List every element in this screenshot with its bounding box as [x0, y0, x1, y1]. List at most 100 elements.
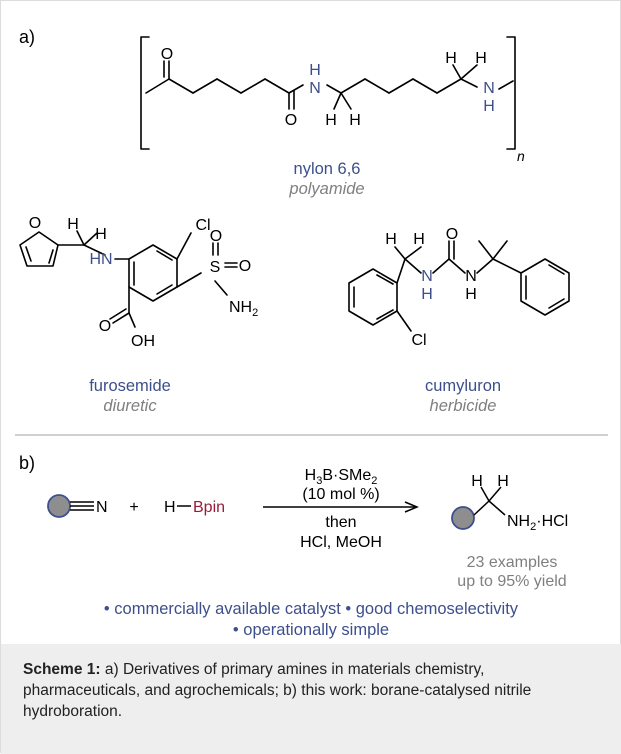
hbpin-h: H: [164, 499, 176, 516]
cumy-me2: [492, 240, 508, 260]
furo-o-carbonyl: O: [99, 318, 111, 335]
furosemide-structure: [19, 230, 238, 328]
nylon-bond-5: [264, 78, 290, 94]
cumy-c-ph: [492, 258, 522, 274]
nylon-structure: [140, 36, 516, 150]
reagent-loading: (10 mol %): [302, 486, 379, 503]
cumy-c-n2: [448, 258, 466, 274]
furan-db1: [25, 246, 32, 262]
hbpin-bpin: Bpin: [193, 499, 225, 516]
furo-s-bond: [176, 272, 202, 288]
furo-coh: [128, 312, 136, 328]
part-a-label: a): [19, 27, 35, 47]
product-h2: H: [497, 473, 509, 490]
cumy-n1: N: [421, 268, 433, 285]
furo-ch2-2: [83, 244, 106, 256]
cumy-benzene-1-db2: [376, 274, 394, 285]
max-yield: up to 95% yield: [457, 573, 566, 590]
furo-h1: H: [67, 216, 79, 233]
nylon-bond-9: [364, 78, 390, 94]
furo-nh2: NH2: [229, 299, 258, 319]
product-r-group: [451, 506, 475, 530]
cumy-n2-c: [476, 258, 494, 274]
caption-text: a) Derivatives of primary amines in mate…: [23, 661, 532, 720]
furo-co1: [112, 312, 130, 324]
cumy-ch2-n: [404, 258, 422, 274]
nylon-bond-13: [460, 78, 478, 88]
condition-then: then: [325, 514, 356, 531]
nylon-bond-6: [288, 84, 304, 94]
nylon-bond-8: [340, 78, 366, 94]
cumy-o: O: [446, 226, 458, 243]
furo-benzene-db1: [156, 250, 173, 261]
nylon-ch-h3: [452, 64, 462, 80]
part-b-label: b): [19, 453, 35, 473]
furo-o-furan: O: [29, 215, 41, 232]
nylon-o-top: O: [161, 46, 173, 63]
furan-db3: [48, 249, 54, 264]
nylon-ch-h1: [333, 92, 342, 110]
furosemide-class: diuretic: [103, 397, 157, 415]
product-h1: H: [471, 473, 483, 490]
furo-oh: OH: [131, 333, 155, 350]
substrate-r-group: [47, 494, 71, 518]
furo-hn: HN: [89, 251, 112, 268]
nylon-h2: H: [349, 112, 361, 129]
cumy-benzene-1-db3: [376, 309, 394, 320]
caption-label: Scheme 1:: [23, 661, 101, 678]
furo-cl-bond: [176, 232, 192, 260]
nylon-bond-12: [436, 78, 462, 94]
nylon-ch-h2: [340, 92, 352, 110]
cumyluron-class: herbicide: [430, 397, 497, 415]
nylon-h1: H: [325, 112, 337, 129]
nylon-n-amide: N: [309, 80, 321, 97]
cumy-benzene-2: [520, 258, 570, 316]
nylon-h4: H: [475, 50, 487, 67]
feature-line-1: • commercially available catalyst • good…: [104, 600, 519, 618]
cumy-n2: N: [465, 268, 477, 285]
cumy-cl: Cl: [411, 332, 426, 349]
nylon-bond-2: [192, 78, 218, 94]
product-amine-salt: NH2·HCl: [507, 513, 568, 533]
scheme-drawing: a) O O N H H H H H N H n nylon 6,6 poly: [15, 27, 608, 639]
cumy-h1: H: [385, 231, 397, 248]
cumy-ch-h1: [394, 246, 406, 260]
furosemide-name: furosemide: [89, 377, 171, 395]
furo-benzene-db2: [156, 284, 173, 295]
furo-benzene: [128, 244, 178, 302]
furo-sn: [214, 280, 228, 296]
nylon-class: polyamide: [288, 180, 364, 198]
cumyluron-structure: [348, 240, 570, 332]
furo-ch-h1: [76, 230, 85, 246]
condition-acid: HCl, MeOH: [300, 534, 382, 551]
polymer-bracket-left: [140, 36, 150, 150]
nylon-bond-1: [168, 78, 194, 94]
furo-o1: O: [210, 228, 222, 245]
nylon-h-end: H: [483, 98, 495, 115]
examples-count: 23 examples: [467, 554, 558, 571]
nylon-ch-h4: [460, 64, 478, 80]
plus-sign: +: [129, 499, 138, 516]
nylon-bond-11: [412, 78, 438, 94]
nylon-h3: H: [445, 50, 457, 67]
nylon-bond-7: [326, 84, 342, 94]
cumy-benzene-1: [348, 268, 398, 326]
product-bonds: [473, 486, 506, 516]
reaction-arrow-head: [404, 501, 419, 513]
cumy-ch-h2: [404, 246, 422, 260]
cumy-n-c: [432, 258, 450, 274]
furan-ring: [19, 231, 59, 267]
cumy-h-n1: H: [421, 286, 433, 303]
cumy-h2: H: [413, 231, 425, 248]
scheme-caption: Scheme 1: a) Derivatives of primary amin…: [1, 644, 621, 754]
nylon-h-amide: H: [309, 62, 321, 79]
nylon-bond-3: [216, 78, 242, 94]
cumy-benzene-2-db1: [548, 264, 565, 275]
cumy-h-n2: H: [465, 286, 477, 303]
feature-line-2: • operationally simple: [233, 621, 389, 639]
cumy-cl-bond: [396, 310, 412, 332]
cumy-ch2-1: [396, 258, 406, 284]
furo-co2: [109, 308, 127, 320]
nylon-bond-0: [145, 78, 170, 94]
